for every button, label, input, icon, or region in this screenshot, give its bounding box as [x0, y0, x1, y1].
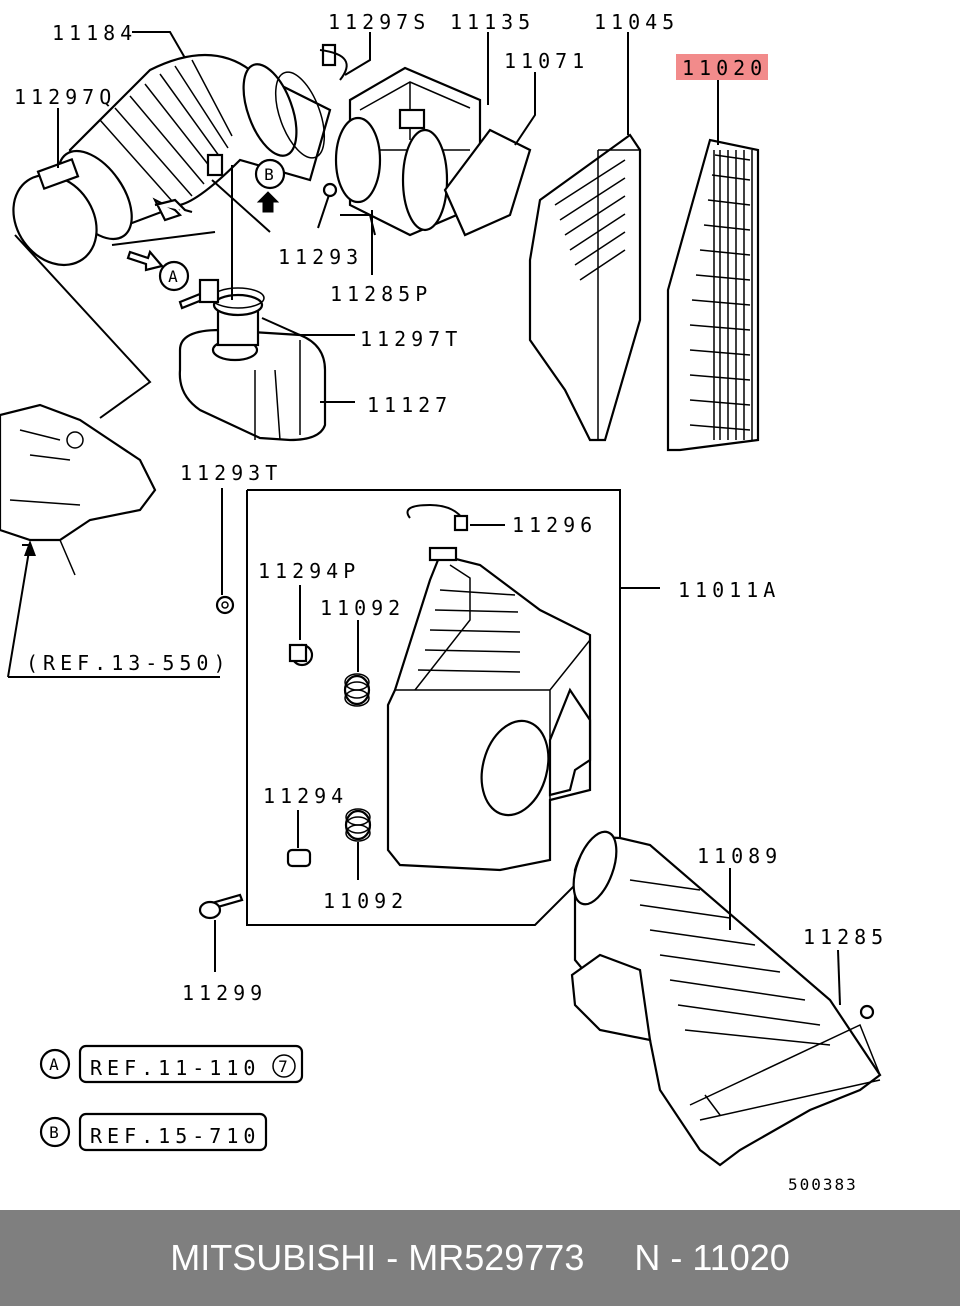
label-11089: 11089 [697, 844, 782, 868]
resonator-11127 [178, 287, 327, 442]
ref-b: B REF.15-710 [39, 1112, 268, 1152]
label-11297t: 11297T [360, 327, 462, 351]
label-11045: 11045 [594, 10, 679, 34]
hose-11296 [406, 503, 466, 523]
ref-a: A REF.11-110 7 [39, 1044, 304, 1084]
label-11296: 11296 [512, 513, 597, 537]
ref-a-circled-number: 7 [278, 1057, 290, 1076]
label-11294: 11294 [263, 784, 348, 808]
callout-b-letter: B [264, 165, 276, 184]
diagram-number: 500383 [788, 1175, 858, 1194]
callout-a-letter: A [168, 267, 180, 286]
parts-diagram: A B [0, 10, 888, 1194]
gasket-11071 [443, 128, 532, 237]
clamp-11297q [12, 173, 98, 267]
engine-fragment [0, 403, 157, 576]
arrow-to-a [126, 249, 164, 272]
ref-b-text: REF.15-710 [90, 1124, 260, 1148]
label-11184: 11184 [52, 21, 137, 45]
ref-b-letter: B [49, 1123, 61, 1142]
label-11020: 11020 [682, 56, 767, 80]
footer-text: MITSUBISHI - MR529773 N - 11020 [170, 1237, 790, 1278]
footer-bar: MITSUBISHI - MR529773 N - 11020 [0, 1210, 960, 1306]
label-ref-13-550: (REF.13-550) [26, 651, 231, 675]
arrow-b [256, 191, 280, 213]
label-11293: 11293 [278, 245, 363, 269]
air-cleaner-cover-11045 [528, 133, 642, 442]
label-11285p: 11285P [330, 282, 432, 306]
label-11299: 11299 [182, 981, 267, 1005]
label-11293t: 11293T [180, 461, 282, 485]
label-11071: 11071 [504, 49, 589, 73]
label-11092-top: 11092 [320, 596, 405, 620]
label-11135: 11135 [450, 10, 535, 34]
ref-a-letter: A [49, 1055, 61, 1074]
label-11092-bottom: 11092 [323, 889, 408, 913]
ref-a-text: REF.11-110 [90, 1056, 260, 1080]
air-cleaner-housing [386, 546, 592, 872]
label-11011a: 11011A [678, 578, 780, 602]
label-11294p: 11294P [258, 559, 360, 583]
label-11297s: 11297S [328, 10, 430, 34]
label-11297q: 11297Q [14, 85, 116, 109]
intake-duct-11089 [570, 830, 882, 1167]
label-11285: 11285 [803, 925, 888, 949]
label-11127: 11127 [367, 393, 452, 417]
filter-element-11020 [666, 138, 760, 452]
highlight-box [676, 54, 768, 80]
nut-11293t [215, 595, 235, 615]
pin-11294 [286, 848, 312, 868]
